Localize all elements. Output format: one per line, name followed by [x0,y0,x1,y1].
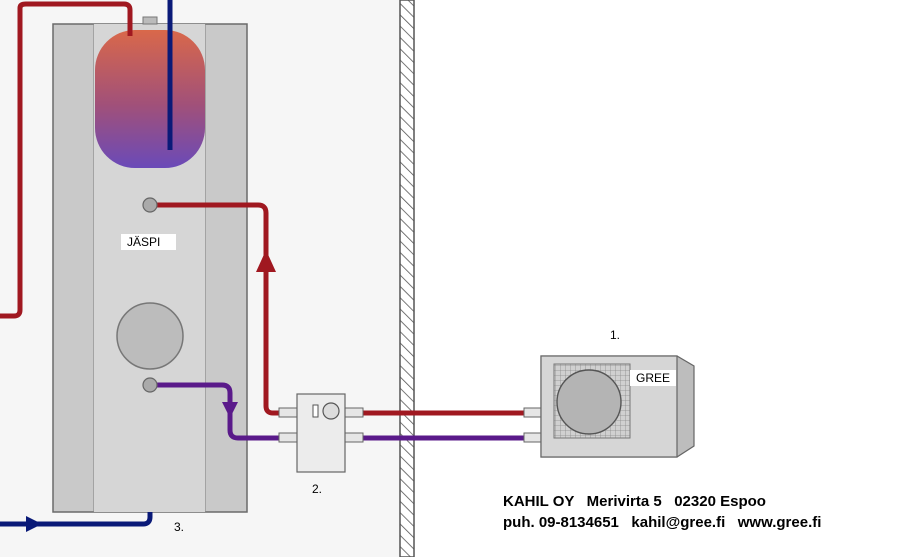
outdoor-area [414,0,915,557]
cold-flow-arrow [26,516,42,532]
hot-water-pipe-left [0,1,133,319]
company-address-line: KAHIL OY Merivirta 5 02320 Espoo [503,491,821,512]
company-email[interactable]: kahil@gree.fi [631,514,726,531]
tank-inspection-hatch [116,302,184,370]
hot-flow-pipe [150,202,297,416]
unit-brand-label: GREE [630,370,677,386]
wall [399,0,415,557]
callout-3: 3. [174,520,185,534]
callout-2: 2. [312,482,323,496]
callout-1: 1. [610,328,621,342]
tank-connector-return [142,377,158,393]
tank-connector-hot [142,197,158,213]
control-valve-box [278,393,364,473]
cold-water-pipe-bottom [0,512,153,527]
company-street: Merivirta 5 [586,493,662,510]
expansion-vessel [95,16,205,168]
company-contact-block: KAHIL OY Merivirta 5 02320 Espoo puh. 09… [503,491,821,533]
company-name: KAHIL OY [503,493,575,510]
company-postal-city: 02320 Espoo [674,493,766,510]
company-contact-line: puh. 09-8134651 kahil@gree.fi www.gree.f… [503,512,821,533]
company-phone: puh. 09-8134651 [503,514,619,531]
tank-brand-label: JÄSPI [121,234,177,250]
flow-direction-arrow-up [256,250,276,272]
flow-direction-arrow-down [222,402,238,418]
company-website[interactable]: www.gree.fi [737,514,822,531]
